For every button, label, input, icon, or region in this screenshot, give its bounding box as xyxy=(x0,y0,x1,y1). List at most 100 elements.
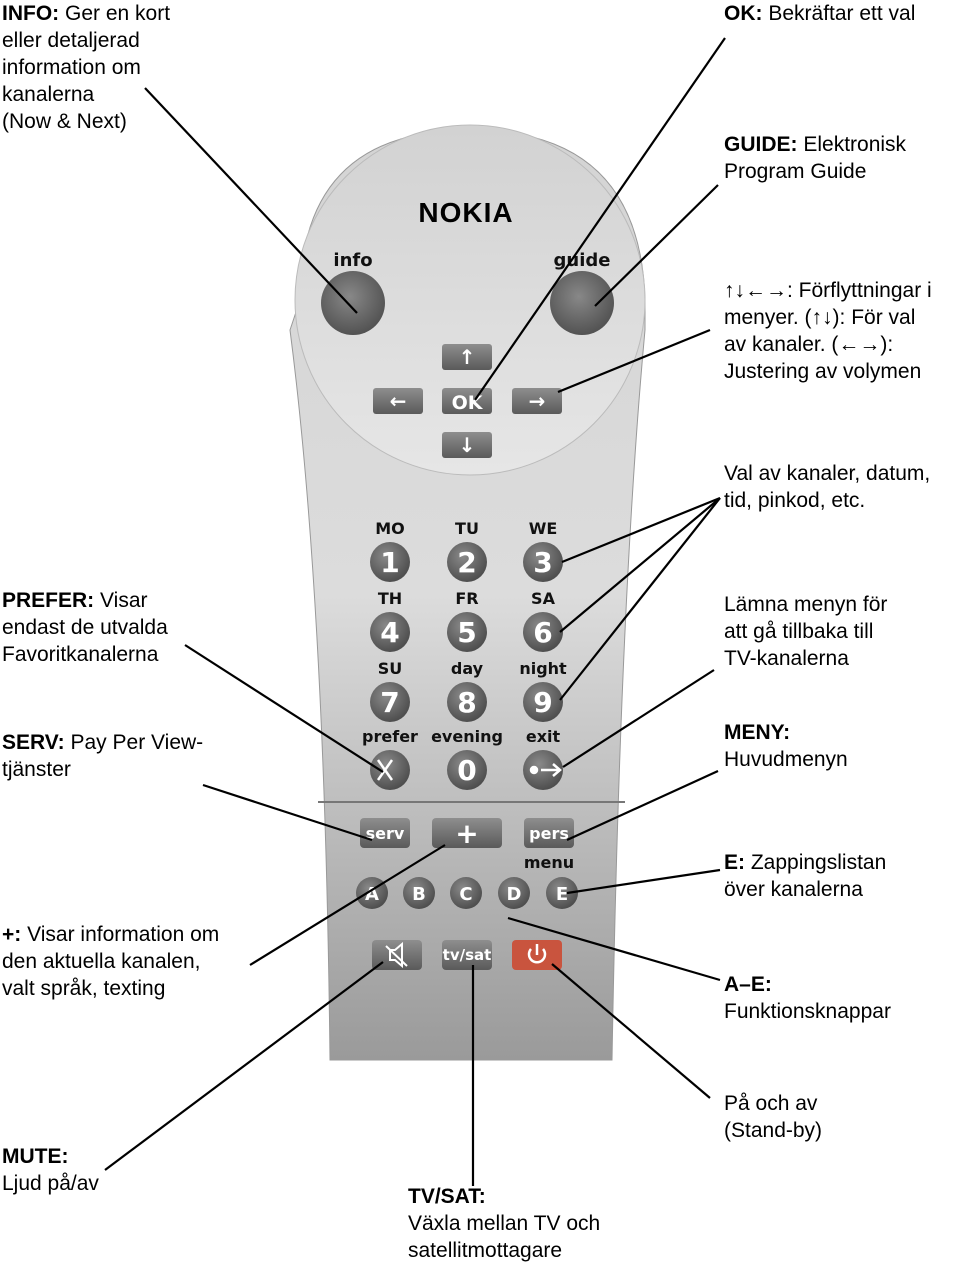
callout-serv-title: SERV: xyxy=(2,731,65,754)
callout-power: På och av (Stand-by) xyxy=(724,1090,822,1144)
key-digit-7: 7 xyxy=(380,686,399,719)
up-arrow-icon: ↑ xyxy=(459,345,476,369)
remote-head xyxy=(294,124,646,476)
down-button[interactable] xyxy=(442,432,492,458)
right-button[interactable] xyxy=(512,388,562,414)
key-prefer-button[interactable] xyxy=(370,750,410,790)
plus-button-label: + xyxy=(455,817,478,850)
left-arrow-icon: ← xyxy=(390,389,407,413)
callout-guide-line-0: Elektronisk xyxy=(803,133,907,156)
callout-serv: SERV: Pay Per View- tjänster xyxy=(2,729,203,783)
callout-plus-title: +: xyxy=(2,923,22,946)
callout-exit: Lämna menyn för att gå tillbaka till TV-… xyxy=(724,591,887,672)
callout-meny-line-0: Huvudmenyn xyxy=(724,748,848,771)
plus-button[interactable] xyxy=(432,818,502,848)
callout-meny: MENY: Huvudmenyn xyxy=(724,719,848,773)
callout-exit-line-0: Lämna menyn för xyxy=(724,593,888,616)
key-5-button[interactable] xyxy=(447,612,487,652)
brand-logo: NOKIA xyxy=(418,197,513,228)
key-label-day: day xyxy=(451,659,484,678)
key-label-MO: MO xyxy=(375,519,405,538)
callout-prefer-line-2: Favoritkanalerna xyxy=(2,643,159,666)
prefer-icon xyxy=(376,759,394,781)
key-label-prefer: prefer xyxy=(362,727,418,746)
callout-info-line-3: kanalerna xyxy=(2,83,95,106)
key-1-button[interactable] xyxy=(370,542,410,582)
key-label-SA: SA xyxy=(531,589,556,608)
callout-plus-line-2: valt språk, texting xyxy=(2,977,166,1000)
function-button-label-c: C xyxy=(459,884,472,905)
key-label-WE: WE xyxy=(529,519,558,538)
callout-arrows-line-3: Justering av volymen xyxy=(724,360,922,383)
key-7-button[interactable] xyxy=(370,682,410,722)
callout-info-line-1: eller detaljerad xyxy=(2,29,140,52)
info-button[interactable] xyxy=(321,271,385,335)
key-8-button[interactable] xyxy=(447,682,487,722)
info-button-label: info xyxy=(333,250,372,271)
callout-e-line-1: över kanalerna xyxy=(724,878,863,901)
callout-guide-title: GUIDE: xyxy=(724,133,798,156)
function-button-label-b: B xyxy=(412,884,426,905)
key-digit-6: 6 xyxy=(533,616,552,649)
exit-icon xyxy=(529,763,562,777)
callout-info: INFO: Ger en kort eller detaljerad infor… xyxy=(2,0,170,135)
key-4-button[interactable] xyxy=(370,612,410,652)
callout-info-title: INFO: xyxy=(2,2,60,25)
key-2-button[interactable] xyxy=(447,542,487,582)
callout-exit-line-1: att gå tillbaka till xyxy=(724,620,874,643)
callout-plus: +: Visar information om den aktuella kan… xyxy=(2,921,219,1002)
up-button[interactable] xyxy=(442,344,492,370)
callout-ok-text: Bekräftar ett val xyxy=(768,2,916,25)
key-digit-8: 8 xyxy=(457,686,476,719)
callout-e-line-0: Zappingslistan xyxy=(750,851,887,874)
function-button-c[interactable] xyxy=(450,877,482,909)
function-button-e[interactable] xyxy=(546,877,578,909)
tvsat-button-label: tv/sat xyxy=(443,946,492,964)
callout-guide-line-1: Program Guide xyxy=(724,160,867,183)
callout-guide: GUIDE: Elektronisk Program Guide xyxy=(724,131,906,185)
callout-prefer-line-1: endast de utvalda xyxy=(2,616,168,639)
function-button-d[interactable] xyxy=(498,877,530,909)
callout-ae-line-0: Funktionsknappar xyxy=(724,1000,891,1023)
callout-serv-line-1: tjänster xyxy=(2,758,71,781)
tvsat-button[interactable] xyxy=(442,940,492,970)
callout-ae: A–E: Funktionsknappar xyxy=(724,971,891,1025)
callout-prefer-title: PREFER: xyxy=(2,589,95,612)
function-button-label-d: D xyxy=(507,884,522,905)
callout-plus-line-1: den aktuella kanalen, xyxy=(2,950,201,973)
callout-ok-title: OK: xyxy=(724,2,763,25)
key-3-button[interactable] xyxy=(523,542,563,582)
callout-arrows-line-2: av kanaler. (←→): xyxy=(724,333,894,356)
callout-serv-line-0: Pay Per View- xyxy=(70,731,204,754)
callout-e-title: E: xyxy=(724,851,745,874)
key-digit-4: 4 xyxy=(380,616,399,649)
pers-button[interactable] xyxy=(524,818,574,848)
key-label-FR: FR xyxy=(455,589,478,608)
key-label-TU: TU xyxy=(455,519,479,538)
callout-numbers-line-1: tid, pinkod, etc. xyxy=(724,489,866,512)
callout-tvsat-line-1: satellitmottagare xyxy=(408,1239,563,1262)
callout-tvsat-title: TV/SAT: xyxy=(408,1185,486,1208)
function-button-b[interactable] xyxy=(403,877,435,909)
key-digit-5: 5 xyxy=(457,616,476,649)
key-label-SU: SU xyxy=(378,659,403,678)
leader-lines xyxy=(104,37,726,1186)
callout-power-line-1: (Stand-by) xyxy=(724,1119,823,1142)
key-6-button[interactable] xyxy=(523,612,563,652)
callout-mute: MUTE: Ljud på/av xyxy=(2,1143,99,1197)
key-digit-9: 9 xyxy=(533,686,552,719)
key-0-button[interactable] xyxy=(447,750,487,790)
mute-button[interactable] xyxy=(372,940,422,970)
left-button[interactable] xyxy=(373,388,423,414)
guide-button[interactable] xyxy=(550,271,614,335)
callout-plus-line-0: Visar information om xyxy=(27,923,220,946)
callout-exit-line-2: TV-kanalerna xyxy=(724,647,849,670)
serv-button[interactable] xyxy=(360,818,410,848)
callout-mute-line-0: Ljud på/av xyxy=(2,1172,99,1195)
key-label-exit: exit xyxy=(526,727,561,746)
callout-numbers-line-0: Val av kanaler, datum, xyxy=(724,462,931,485)
key-9-button[interactable] xyxy=(523,682,563,722)
callout-mute-title: MUTE: xyxy=(2,1145,69,1168)
pers-button-label: pers xyxy=(529,824,569,843)
